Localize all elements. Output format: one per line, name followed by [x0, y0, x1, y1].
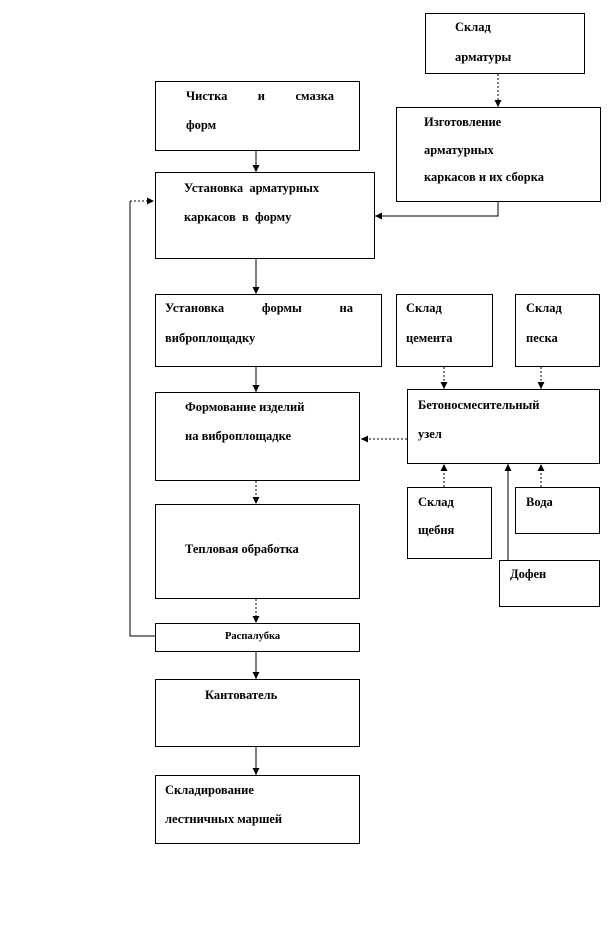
- gravel-store-box: [407, 487, 492, 559]
- form-cleaning-word2: и: [257, 89, 265, 103]
- form-cleaning-line2: форм: [186, 118, 217, 132]
- form-cleaning-box: [155, 81, 360, 151]
- sand-store-box: [515, 294, 600, 367]
- arrow-demolding-return-to-install: [129, 201, 155, 637]
- demolding-label: Распалубка: [225, 631, 281, 642]
- storage-line1: Складирование: [165, 783, 254, 797]
- demolding-box: [155, 623, 360, 652]
- rebar-store-line2: арматуры: [455, 50, 512, 64]
- additive-label: Дофен: [510, 567, 547, 581]
- form-on-table-word3: на: [339, 301, 353, 315]
- form-on-table-word2: формы: [261, 301, 302, 315]
- mixing-unit-line1: Бетоносмесительный: [418, 398, 540, 412]
- arrow-fabrication-to-install: [375, 202, 499, 220]
- mixing-unit-line2: узел: [418, 427, 442, 441]
- cement-store-line1: Склад: [406, 301, 442, 315]
- water-box: [515, 487, 600, 534]
- storage-box: [155, 775, 360, 844]
- storage-line2: лестничных маршей: [165, 812, 283, 826]
- cage-fabrication-line2: арматурных: [424, 143, 494, 157]
- gravel-store-line2: щебня: [418, 523, 455, 537]
- tilter-box: [155, 679, 360, 747]
- sand-store-line1: Склад: [526, 301, 562, 315]
- molding-box: [155, 392, 360, 481]
- cement-store-box: [396, 294, 493, 367]
- form-on-table-word1: Установка: [165, 301, 225, 315]
- rebar-store-box: [425, 13, 585, 74]
- cage-fabrication-box: [396, 107, 601, 202]
- form-cleaning-word1: Чистка: [186, 89, 228, 103]
- cage-fabrication-line1: Изготовление: [424, 115, 502, 129]
- molding-line2: на виброплощадке: [185, 429, 292, 443]
- form-cleaning-word3: смазка: [295, 89, 334, 103]
- form-on-table-line1: Установка формы на: [165, 301, 353, 316]
- water-label: Вода: [526, 495, 553, 509]
- cement-store-line2: цемента: [406, 331, 453, 345]
- cage-install-line1: Установка арматурных: [184, 181, 320, 195]
- heat-treatment-box: [155, 504, 360, 599]
- cage-install-box: [155, 172, 375, 259]
- heat-treatment-label: Тепловая обработка: [185, 542, 299, 556]
- molding-line1: Формование изделий: [185, 400, 305, 414]
- additive-box: [499, 560, 600, 607]
- form-on-table-box: [155, 294, 382, 367]
- mixing-unit-box: [407, 389, 600, 464]
- sand-store-line2: песка: [526, 331, 558, 345]
- gravel-store-line1: Склад: [418, 495, 454, 509]
- cage-install-line2: каркасов в форму: [184, 210, 292, 224]
- form-on-table-line2: виброплощадку: [165, 331, 256, 345]
- cage-fabrication-line3: каркасов и их сборка: [424, 170, 544, 184]
- rebar-store-line1: Склад: [455, 20, 491, 34]
- tilter-label: Кантователь: [205, 688, 278, 702]
- form-cleaning-line1: Чистка и смазка: [186, 89, 334, 104]
